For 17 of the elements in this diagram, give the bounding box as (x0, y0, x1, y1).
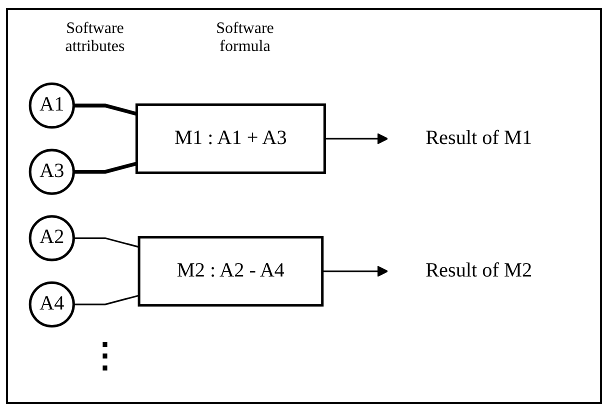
node-circle: A3 (28, 148, 75, 195)
node-circle: A4 (28, 281, 75, 328)
arrow (324, 133, 388, 144)
node-text: Result of M1 (426, 127, 532, 149)
arrow (322, 266, 388, 277)
connector (74, 162, 138, 174)
connector (74, 294, 140, 306)
column-heading: Software attributes (64, 20, 126, 56)
node-circle: A1 (28, 82, 75, 129)
node-circle: A2 (28, 215, 75, 262)
connector (74, 237, 140, 248)
connector (74, 104, 138, 116)
node-box: M1 : A1 + A3 (135, 103, 326, 174)
column-heading: Software formula (215, 20, 275, 56)
node-box: M2 : A2 - A4 (138, 236, 324, 307)
node-text: Result of M2 (426, 260, 532, 282)
ellipsis-mark: ⋮ (88, 338, 122, 375)
